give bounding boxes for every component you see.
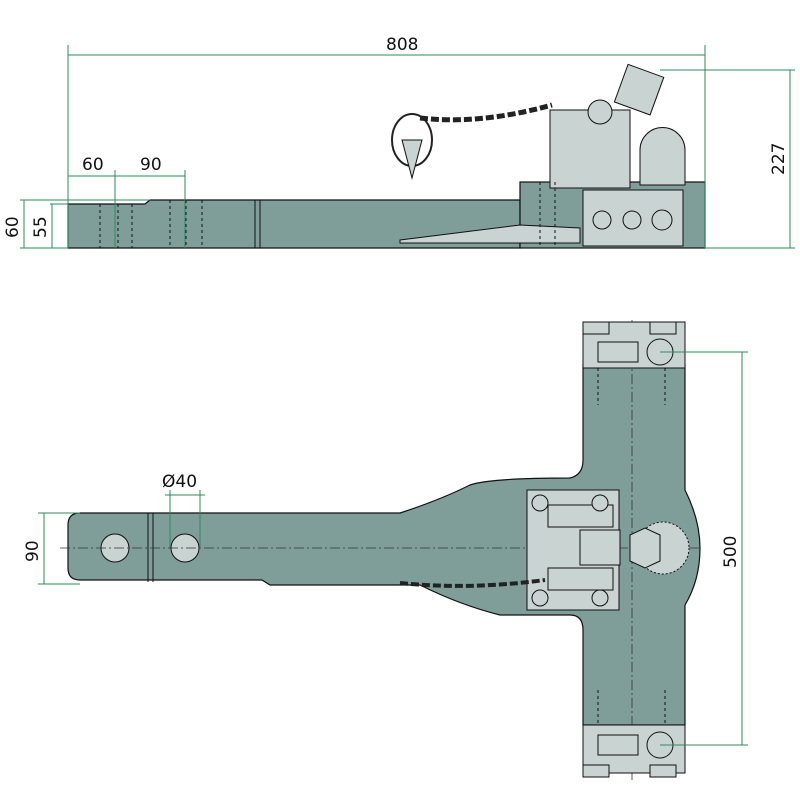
top-chain <box>399 578 546 588</box>
top-clamp-lower <box>582 690 686 778</box>
top-jaw-part <box>547 567 614 591</box>
side-pivot <box>587 99 613 125</box>
top-jaw-center <box>579 529 621 566</box>
side-bolt <box>651 209 673 231</box>
side-chain <box>419 102 553 123</box>
side-bolt <box>622 210 642 230</box>
side-bolt <box>592 210 612 230</box>
dim-hole1: 60 <box>82 155 104 175</box>
dim-hole-spacing: 90 <box>140 155 162 175</box>
side-housing <box>549 109 631 189</box>
side-jaw <box>639 127 686 186</box>
side-wedge <box>399 224 581 244</box>
dim-bar-width: 90 <box>23 540 43 562</box>
side-linch-pin <box>401 139 423 180</box>
top-dimensions: Ø40 90 500 <box>23 351 748 746</box>
dim-thickness-outer: 60 <box>3 216 23 238</box>
dim-overall-length: 808 <box>386 35 418 55</box>
dim-height: 227 <box>769 143 789 175</box>
side-dimensions: 808 227 60 90 60 55 <box>3 35 795 249</box>
side-lever <box>613 63 665 116</box>
top-nut <box>629 527 661 569</box>
dim-hole-diameter: Ø40 <box>162 472 197 492</box>
top-drawbar <box>67 364 701 726</box>
dim-thickness-inner: 55 <box>31 216 51 238</box>
side-view <box>67 63 706 249</box>
top-view <box>60 320 701 780</box>
dim-crossbar-length: 500 <box>721 536 741 568</box>
top-clamp-upper <box>582 321 686 405</box>
